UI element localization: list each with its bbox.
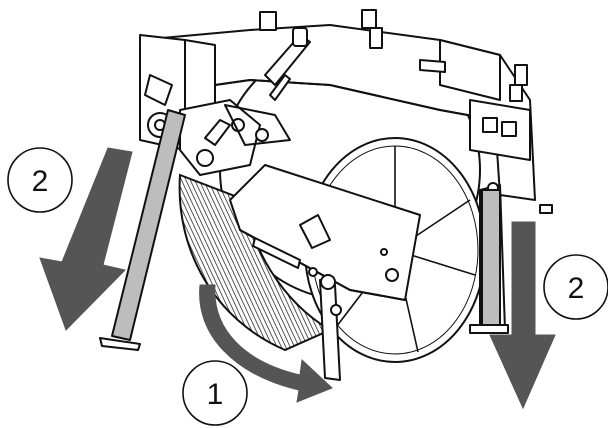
callout-right: 2 <box>543 254 608 320</box>
callout-left: 2 <box>7 147 73 213</box>
callout-bottom-number: 1 <box>207 378 224 411</box>
left-down-arrow <box>39 147 133 331</box>
callout-left-number: 2 <box>32 165 49 198</box>
right-support-leg <box>469 189 509 334</box>
main-frame <box>139 9 553 331</box>
curved-rotation-arrow <box>199 284 333 403</box>
callout-right-number: 2 <box>568 272 585 305</box>
left-support-leg <box>99 109 186 351</box>
callout-bottom: 1 <box>182 360 248 426</box>
bottom-support-arm <box>308 267 342 381</box>
right-down-arrow <box>489 221 556 410</box>
